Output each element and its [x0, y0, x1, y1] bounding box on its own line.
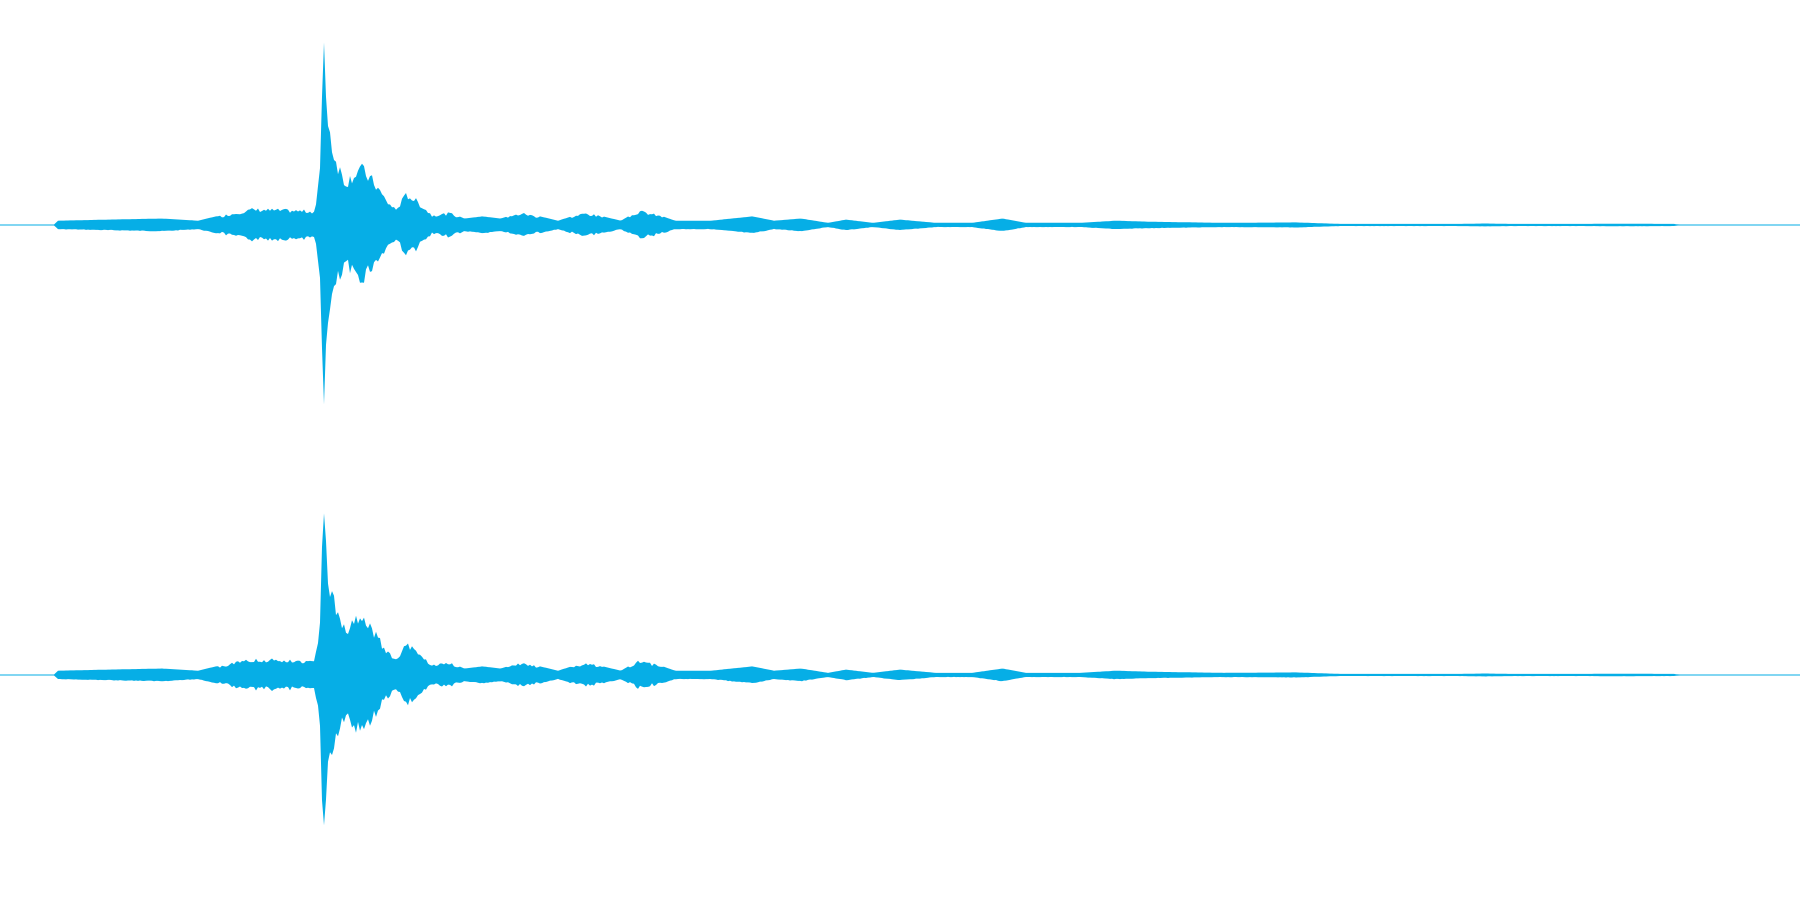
waveform-channel-2[interactable] [0, 513, 1800, 826]
channel-1-waveform [0, 42, 1800, 405]
waveform-channel-1[interactable] [0, 42, 1800, 405]
channel-2-waveform [0, 513, 1800, 826]
